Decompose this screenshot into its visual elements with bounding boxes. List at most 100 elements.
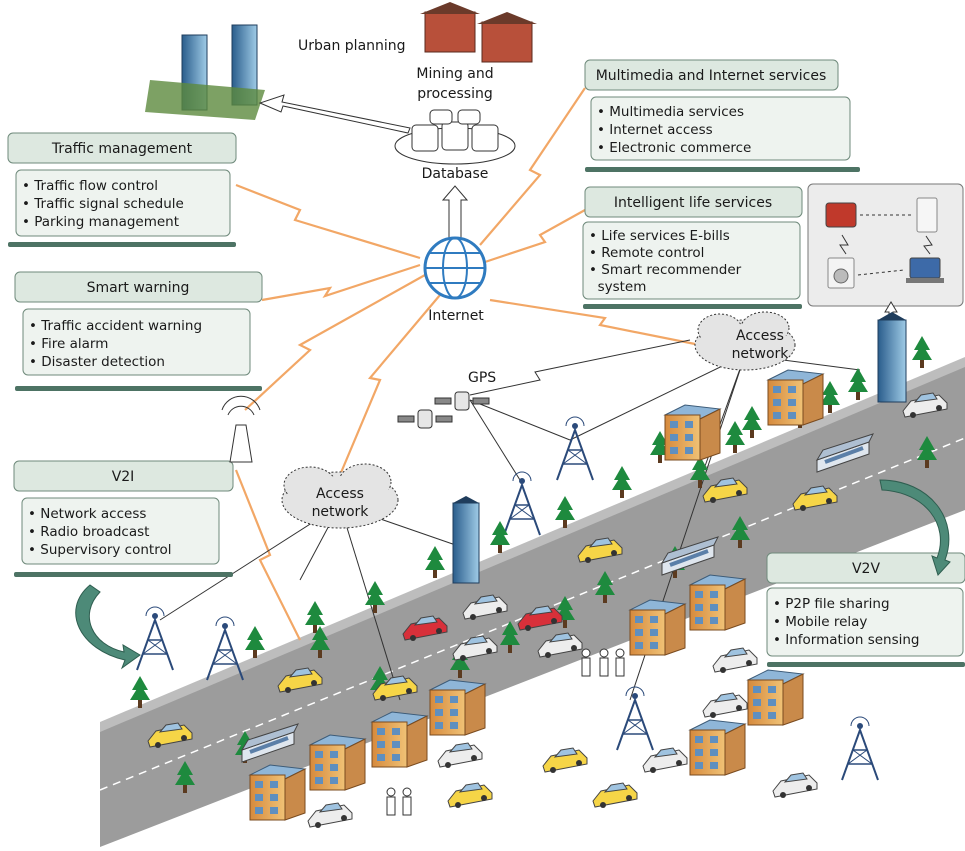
planning-buildings-icon xyxy=(420,2,537,63)
car-icon xyxy=(642,747,688,773)
pedestrians-icon-2 xyxy=(386,787,412,816)
panel-life-underline xyxy=(583,304,802,309)
apartment-building-icon xyxy=(370,711,429,768)
mining-label-line2: processing xyxy=(417,86,492,102)
panel-warning-item-1: • Traffic accident warning xyxy=(29,318,202,334)
tree-icon xyxy=(820,381,840,413)
panel-life-item-2: • Remote control xyxy=(589,245,704,261)
bus-icon xyxy=(815,433,874,473)
washer-door-icon xyxy=(833,268,849,284)
tree-icon xyxy=(130,676,150,708)
tree-icon xyxy=(310,626,330,658)
tree-icon xyxy=(175,761,195,793)
smart-home-devices-box xyxy=(807,183,964,307)
apartment-building-icon xyxy=(248,764,307,821)
access-network-right-line2: network xyxy=(732,346,790,362)
apartment-building-icon xyxy=(688,719,747,776)
car-icon xyxy=(577,537,623,563)
car-icon xyxy=(792,485,838,511)
panel-multimedia-item-2: • Internet access xyxy=(597,122,713,138)
car-icon xyxy=(542,747,588,773)
panel-multimedia-item-1: • Multimedia services xyxy=(597,104,744,120)
gps-label: GPS xyxy=(468,370,496,386)
cell-tower-icon xyxy=(616,686,654,751)
apartment-building-icon xyxy=(688,574,747,631)
cell-tower-icon xyxy=(503,471,541,536)
office-tower-icon-mid xyxy=(452,496,480,584)
panel-traffic-underline xyxy=(8,242,236,247)
access-network-left-line2: network xyxy=(312,504,370,520)
tree-icon xyxy=(555,496,575,528)
car-icon xyxy=(702,477,748,503)
panel-multimedia-underline xyxy=(585,167,860,172)
device-link-4 xyxy=(923,235,933,255)
panel-life-body xyxy=(582,221,801,300)
panel-v2i-body xyxy=(21,497,220,565)
cell-tower-icon xyxy=(136,606,174,671)
apartment-building-icon xyxy=(746,669,805,726)
apartment-building-icon xyxy=(663,404,722,461)
tree-icon xyxy=(425,546,445,578)
panel-warning-body xyxy=(22,308,251,376)
car-icon xyxy=(402,615,448,641)
cell-tower-icon xyxy=(556,416,594,481)
panel-traffic-item-1: • Traffic flow control xyxy=(22,178,158,194)
panel-v2i-item-3: • Supervisory control xyxy=(28,542,171,558)
link-down-left xyxy=(234,469,301,641)
car-icon xyxy=(452,635,498,661)
fridge-icon xyxy=(916,197,938,233)
tree-icon xyxy=(365,581,385,613)
panel-warning-item-3: • Disaster detection xyxy=(29,354,165,370)
laptop-icon xyxy=(909,257,941,279)
panel-life-title-bg xyxy=(584,186,803,218)
panel-v2i-item-1: • Network access xyxy=(28,506,146,522)
tree-icon xyxy=(595,571,615,603)
tree-icon xyxy=(690,456,710,488)
panel-warning-title: Smart warning xyxy=(87,280,190,296)
panel-warning-item-2: • Fire alarm xyxy=(29,336,108,352)
database-label: Database xyxy=(422,166,489,182)
access-network-left-line1: Access xyxy=(316,486,364,502)
panel-v2v-title-bg xyxy=(766,552,965,584)
tv-icon xyxy=(825,202,857,228)
panel-v2i-underline xyxy=(14,572,233,577)
line-access-left-1 xyxy=(159,504,341,621)
gps-satellite-icon-1 xyxy=(434,391,490,411)
arrow-to-urban-planning xyxy=(258,94,411,134)
bus-icon xyxy=(240,723,299,763)
panel-v2v-item-2: • Mobile relay xyxy=(773,614,867,630)
tree-icon xyxy=(848,368,868,400)
panel-v2i: V2I • Network access • Radio broadcast •… xyxy=(13,460,234,577)
tree-icon xyxy=(912,336,932,368)
pedestrians-icon-1 xyxy=(581,648,625,677)
panel-multimedia: Multimedia and Internet services • Multi… xyxy=(584,59,860,172)
access-network-cloud-left xyxy=(281,463,399,529)
vehicles xyxy=(147,392,948,828)
apartment-building-icon xyxy=(428,679,487,736)
link-life xyxy=(484,209,586,264)
car-icon xyxy=(277,667,323,693)
panel-traffic-item-3: • Parking management xyxy=(22,214,179,230)
gps-satellite-icon-2 xyxy=(397,409,453,429)
link-access-left xyxy=(338,294,441,476)
office-tower-icon-right xyxy=(877,312,907,403)
link-v2i-tower xyxy=(244,274,426,411)
panel-v2i-item-2: • Radio broadcast xyxy=(28,524,149,540)
laptop-base-icon xyxy=(906,278,944,283)
tree-icon xyxy=(730,516,750,548)
tree-icon xyxy=(917,436,937,468)
curved-arrow-v2i xyxy=(75,584,141,670)
cell-tower-icon xyxy=(841,716,879,781)
urban-planning-label: Urban planning xyxy=(298,38,406,54)
apartment-building-icon xyxy=(766,369,825,426)
panel-traffic-title-bg xyxy=(7,132,237,164)
panel-v2v-body xyxy=(766,587,964,657)
link-access-right xyxy=(489,298,701,347)
panel-v2v-title: V2V xyxy=(852,561,880,577)
panel-traffic-body xyxy=(15,169,231,237)
tree-icon xyxy=(245,626,265,658)
panel-smart-warning: Smart warning • Traffic accident warning… xyxy=(14,271,263,391)
line-access-right-1 xyxy=(569,354,746,441)
